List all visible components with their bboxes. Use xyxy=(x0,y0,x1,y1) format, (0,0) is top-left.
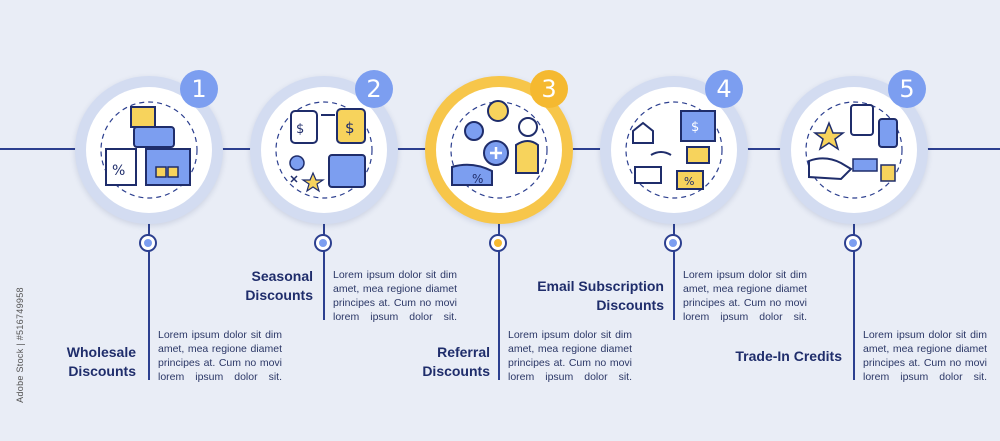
step-3-marker xyxy=(489,234,507,252)
step-1-connector xyxy=(148,150,150,380)
step-5-number-badge: 5 xyxy=(888,70,926,108)
step-5-desc-line: lorem ipsum dolor sit. xyxy=(863,371,987,383)
svg-text:%: % xyxy=(112,163,125,179)
step-2-number-badge: 2 xyxy=(355,70,393,108)
step-2-icon-area: $ $ xyxy=(261,87,387,213)
step-1-desc-line: Lorem ipsum dolor sit dim xyxy=(158,329,282,341)
step-3-title: Referral Discounts xyxy=(394,343,490,381)
step-1-desc-line: amet, mea regione diamet xyxy=(158,343,282,355)
step-3-number-badge: 3 xyxy=(530,70,568,108)
step-4-title-line-2: Discounts xyxy=(596,297,664,313)
step-5-title-line-1: Trade-In Credits xyxy=(735,348,842,364)
step-1-description: Lorem ipsum dolor sit dim amet, mea regi… xyxy=(158,328,282,384)
email-subscription-icon: $ % xyxy=(625,101,723,199)
step-1-circle: % xyxy=(75,76,223,224)
step-2-desc-line: Lorem ipsum dolor sit dim xyxy=(333,269,457,281)
seasonal-price-tags-icon: $ $ xyxy=(275,101,373,199)
step-1-marker xyxy=(139,234,157,252)
step-5-desc-line: principes at. Cum no movi xyxy=(863,357,987,369)
step-5-marker xyxy=(844,234,862,252)
step-4-icon-area: $ % xyxy=(611,87,737,213)
step-2-desc-line: lorem ipsum dolor sit. xyxy=(333,311,457,323)
step-2-circle: $ $ xyxy=(250,76,398,224)
step-3-desc-line: lorem ipsum dolor sit. xyxy=(508,371,632,383)
step-4-desc-line: lorem ipsum dolor sit. xyxy=(683,311,807,323)
step-2-desc-line: amet, mea regione diamet xyxy=(333,283,457,295)
step-2-description: Lorem ipsum dolor sit dim amet, mea regi… xyxy=(333,268,457,324)
step-4-desc-line: principes at. Cum no movi xyxy=(683,297,807,309)
step-1-desc-line: principes at. Cum no movi xyxy=(158,357,282,369)
stock-watermark-id: Adobe Stock | #516749958 xyxy=(14,287,25,403)
step-3-connector xyxy=(498,150,500,380)
step-2-marker xyxy=(314,234,332,252)
svg-text:$: $ xyxy=(691,120,699,135)
step-5-desc-line: amet, mea regione diamet xyxy=(863,343,987,355)
svg-text:$: $ xyxy=(345,119,355,137)
step-5-desc-line: Lorem ipsum dolor sit dim xyxy=(863,329,987,341)
warehouse-delivery-icon: % xyxy=(100,101,198,199)
step-2-desc-line: principes at. Cum no movi xyxy=(333,297,457,309)
step-4-description: Lorem ipsum dolor sit dim amet, mea regi… xyxy=(683,268,807,324)
step-4-desc-line: Lorem ipsum dolor sit dim xyxy=(683,269,807,281)
trade-in-exchange-icon xyxy=(805,101,903,199)
step-5-connector xyxy=(853,150,855,380)
step-5-description: Lorem ipsum dolor sit dim amet, mea regi… xyxy=(863,328,987,384)
svg-text:$: $ xyxy=(296,122,304,137)
step-1-title-line-1: Wholesale xyxy=(66,344,136,360)
step-4-marker xyxy=(664,234,682,252)
step-5-title: Trade-In Credits xyxy=(710,347,842,366)
step-3-desc-line: Lorem ipsum dolor sit dim xyxy=(508,329,632,341)
step-3-icon-area: % xyxy=(436,87,562,213)
step-1-icon-area: % xyxy=(86,87,212,213)
step-1-title: Wholesale Discounts xyxy=(40,343,136,381)
step-2-title-line-2: Discounts xyxy=(245,287,313,303)
step-4-number-badge: 4 xyxy=(705,70,743,108)
step-1-title-line-2: Discounts xyxy=(68,363,136,379)
step-3-desc-line: principes at. Cum no movi xyxy=(508,357,632,369)
step-3-desc-line: amet, mea regione diamet xyxy=(508,343,632,355)
step-5-circle xyxy=(780,76,928,224)
step-1-desc-line: lorem ipsum dolor sit. xyxy=(158,371,282,383)
step-4-title-line-1: Email Subscription xyxy=(537,278,664,294)
svg-text:%: % xyxy=(684,175,694,188)
step-4-title: Email Subscription Discounts xyxy=(520,277,664,315)
step-2-title: Seasonal Discounts xyxy=(215,267,313,305)
step-1-number-badge: 1 xyxy=(180,70,218,108)
step-4-desc-line: amet, mea regione diamet xyxy=(683,283,807,295)
step-3-description: Lorem ipsum dolor sit dim amet, mea regi… xyxy=(508,328,632,384)
step-5-icon-area xyxy=(791,87,917,213)
step-2-title-line-1: Seasonal xyxy=(251,268,313,284)
svg-text:%: % xyxy=(472,172,483,186)
step-3-title-line-2: Discounts xyxy=(422,363,490,379)
referral-person-icon: % xyxy=(450,100,548,199)
step-3-title-line-1: Referral xyxy=(437,344,490,360)
